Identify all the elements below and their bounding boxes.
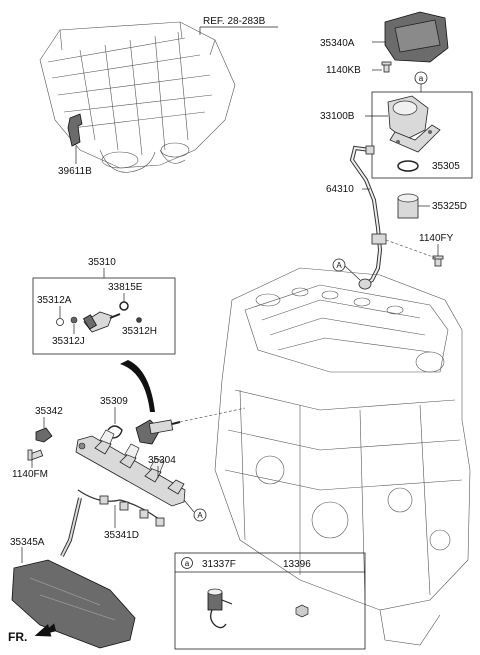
label-31337F: 31337F: [202, 559, 236, 570]
injector-assembly: [135, 419, 181, 445]
label-1140FM: 1140FM: [12, 469, 48, 480]
label-35342: 35342: [35, 406, 63, 417]
label-33100B: 33100B: [320, 111, 355, 122]
part-35342: [35, 427, 53, 443]
label-1140KB: 1140KB: [326, 65, 361, 76]
part-35345A-cover: [11, 559, 136, 649]
label-64310: 64310: [326, 184, 354, 195]
part-13396: [295, 604, 309, 618]
svg-text:a: a: [185, 559, 190, 568]
part-35304-rail: [75, 429, 186, 507]
svg-text:a: a: [419, 74, 424, 83]
svg-text:A: A: [197, 511, 203, 520]
injector-kit-box: [32, 277, 176, 355]
callout-A-hose: [332, 258, 346, 272]
svg-text:A: A: [336, 261, 342, 270]
part-33815E: [119, 301, 129, 311]
pump-box: [371, 91, 473, 179]
part-35325D: [397, 193, 419, 219]
label-35312H: 35312H: [122, 326, 157, 337]
part-35312A: [56, 318, 64, 326]
front-arrow-icon: [34, 623, 57, 637]
part-35312H: [136, 317, 142, 323]
part-39611B: [67, 113, 83, 147]
part-1140KB: [381, 61, 392, 73]
part-33100B: [387, 95, 441, 153]
label-35304: 35304: [148, 455, 176, 466]
label-1140FY: 1140FY: [419, 233, 454, 244]
label-35310: 35310: [88, 257, 116, 268]
callout-a-legend: [181, 557, 193, 569]
label-35340A: 35340A: [320, 38, 355, 49]
legend-box-a: [174, 552, 366, 650]
part-35309-clip: [107, 425, 123, 439]
label-35312A: 35312A: [37, 295, 72, 306]
ref-label: REF. 28-283B: [203, 16, 266, 27]
part-64310: [349, 145, 387, 290]
label-39611B: 39611B: [58, 166, 92, 177]
label-33815E: 33815E: [108, 282, 143, 293]
label-35325D: 35325D: [432, 201, 467, 212]
label-35345A: 35345A: [10, 537, 45, 548]
kit-arrow: [120, 360, 155, 412]
part-35341D-harness: [60, 489, 165, 557]
engine-block: [214, 267, 471, 646]
label-13396: 13396: [283, 559, 311, 570]
part-35312J: [70, 316, 78, 324]
label-35305: 35305: [432, 161, 460, 172]
label-35341D: 35341D: [104, 530, 139, 541]
label-35309: 35309: [100, 396, 128, 407]
callout-A-rail: [193, 508, 207, 522]
part-35340A: [384, 11, 449, 63]
part-31337F: [207, 588, 233, 629]
part-1140FM: [27, 449, 44, 461]
part-35305-oring: [397, 160, 419, 172]
label-35312J: 35312J: [52, 336, 85, 347]
intake-manifold: [39, 21, 236, 173]
injector-in-kit: [82, 311, 121, 333]
front-direction-label: FR.: [8, 630, 27, 644]
